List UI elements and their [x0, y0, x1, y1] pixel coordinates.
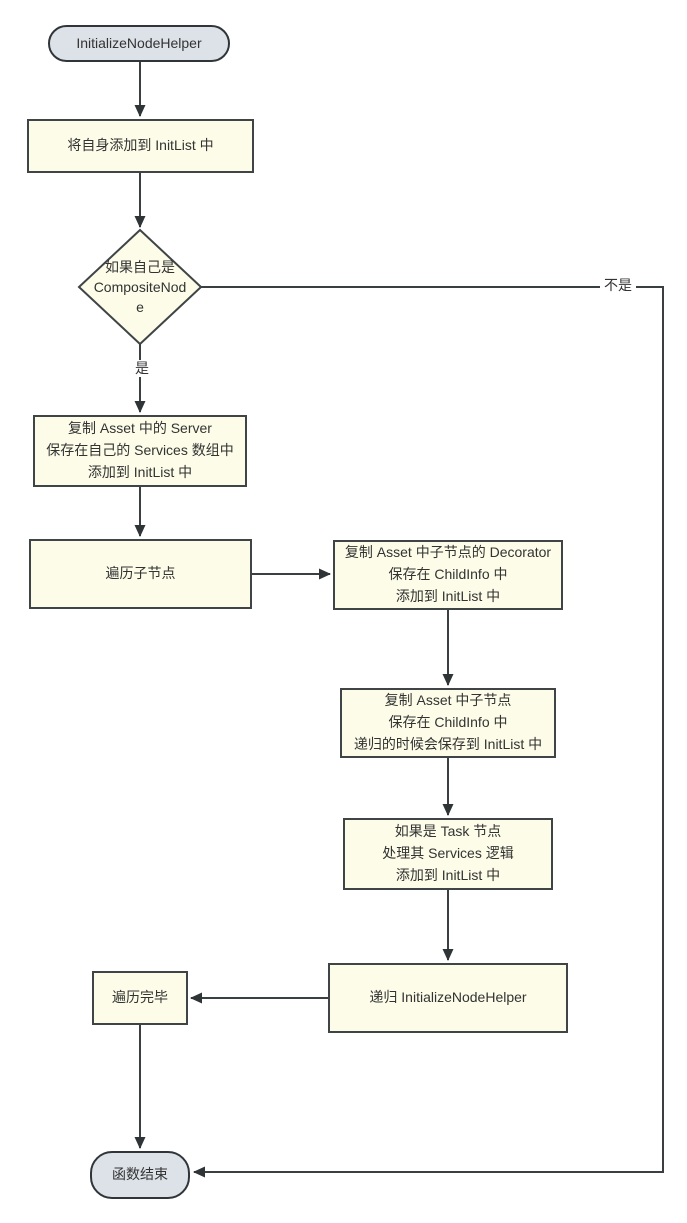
edge-label-no: 不是 [600, 277, 636, 294]
node-start: InitializeNodeHelper [48, 25, 230, 62]
node-is-compositenode-label: 如果自己是 CompositeNod e [93, 258, 187, 316]
node-iterate-children: 遍历子节点 [29, 539, 252, 609]
node-copy-child: 复制 Asset 中子节点 保存在 ChildInfo 中 递归的时候会保存到 … [340, 688, 556, 758]
node-add-self-to-initlist: 将自身添加到 InitList 中 [27, 119, 254, 173]
node-task-services: 如果是 Task 节点 处理其 Services 逻辑 添加到 InitList… [343, 818, 553, 890]
node-copy-decorator: 复制 Asset 中子节点的 Decorator 保存在 ChildInfo 中… [333, 540, 563, 610]
node-copy-server: 复制 Asset 中的 Server 保存在自己的 Services 数组中 添… [33, 415, 247, 487]
node-iterate-done: 遍历完毕 [92, 971, 188, 1025]
node-recurse-helper: 递归 InitializeNodeHelper [328, 963, 568, 1033]
node-end: 函数结束 [90, 1151, 190, 1199]
edge-label-yes: 是 [130, 360, 154, 377]
